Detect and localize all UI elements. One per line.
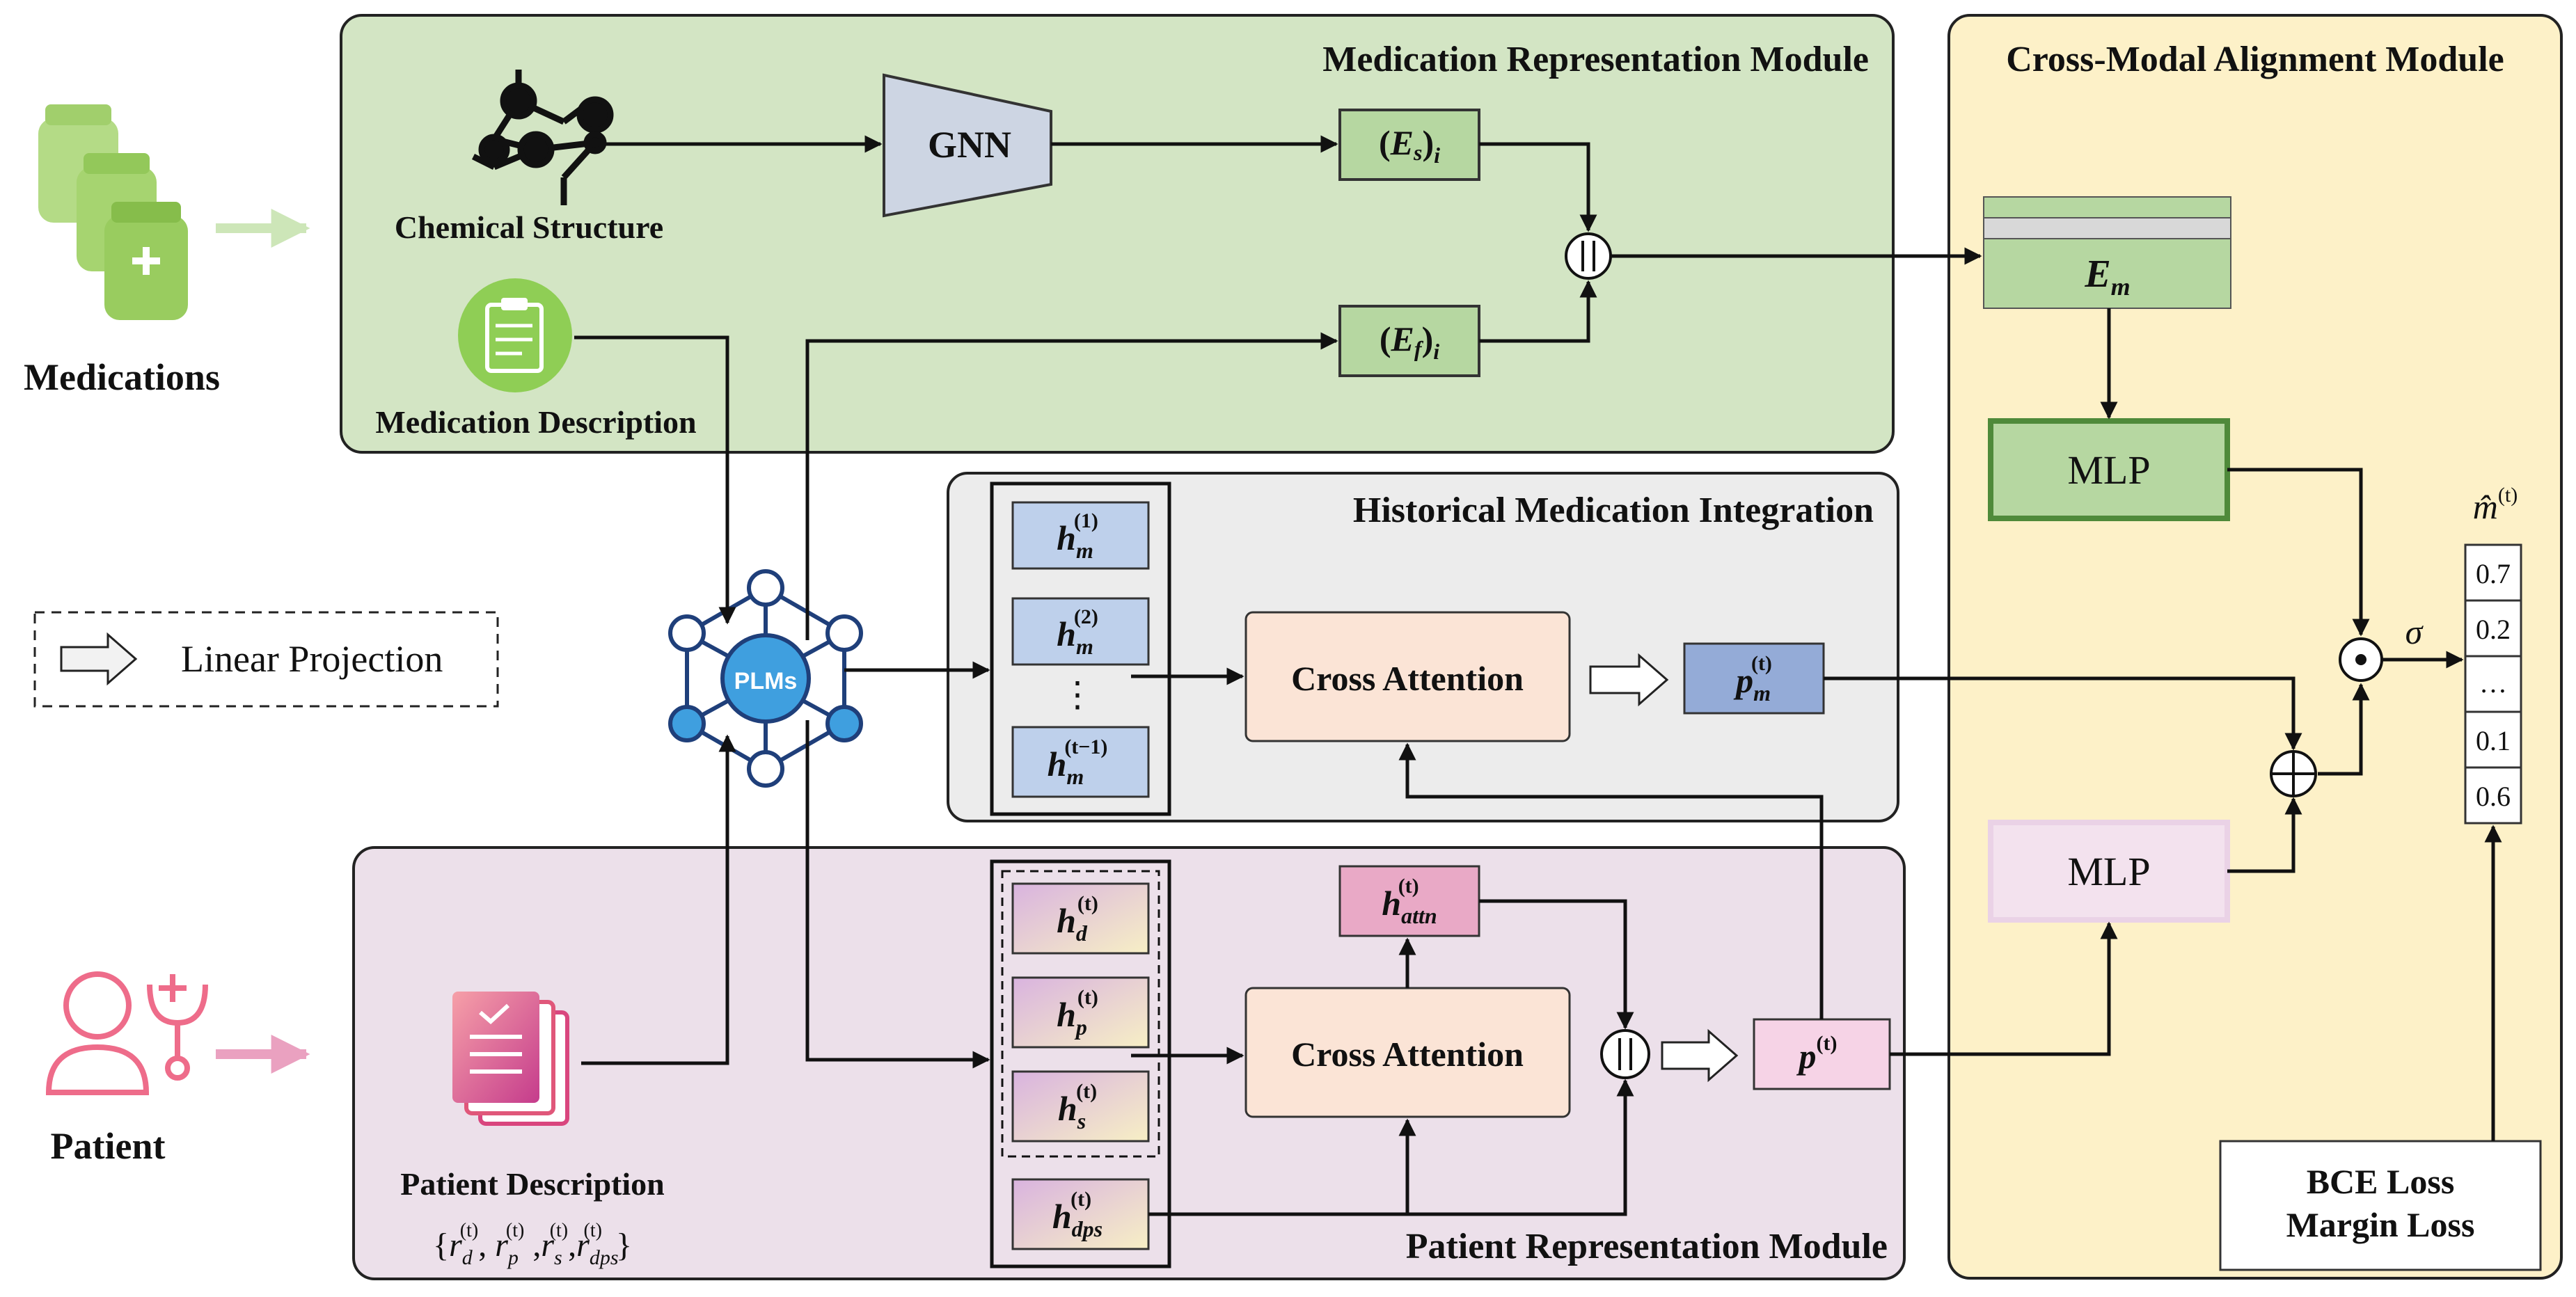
svg-text:hd(t): hd(t) [1057, 892, 1098, 946]
function-embedding-box: (Ef)i [1338, 305, 1480, 377]
cross-attention-historical: Cross Attention [1244, 611, 1571, 742]
chemical-structure-label: Chemical Structure [395, 209, 663, 245]
patient-hs: hs(t) [1011, 1070, 1150, 1143]
output-score: 0.1 [2476, 725, 2511, 756]
patient-label: Patient [51, 1125, 166, 1167]
history-h2: hm(2) [1011, 597, 1150, 666]
bce-loss-label: BCE Loss [2307, 1162, 2455, 1201]
add-operator [2270, 750, 2317, 797]
output-score: 0.6 [2476, 781, 2511, 812]
loss-box: BCE Loss Margin Loss [2219, 1140, 2542, 1271]
patient-stack [990, 859, 1171, 1268]
legend-linear-projection: Linear Projection [33, 611, 499, 708]
svg-text:(Es)i: (Es)i [1379, 123, 1440, 168]
molecule-icon [471, 70, 614, 205]
svg-text:hs(t): hs(t) [1058, 1080, 1097, 1133]
medication-description-label: Medication Description [375, 404, 696, 440]
history-h1: hm(1) [1011, 501, 1150, 570]
dot-product-operator [2339, 637, 2383, 682]
cross-attention-patient: Cross Attention [1244, 987, 1571, 1118]
gnn-label: GNN [928, 124, 1011, 166]
concat-operator-top [1565, 232, 1612, 280]
plms-label: PLMs [734, 668, 798, 694]
output-score: 0.2 [2476, 614, 2511, 645]
attn-output-box: hattn(t) [1338, 865, 1480, 937]
plm-network-icon: PLMs [668, 569, 863, 788]
hollow-arrow-icon [60, 632, 138, 686]
mlp-top-label: MLP [2067, 447, 2150, 493]
mlp-bottom: MLP [1988, 820, 2230, 923]
patient-description-label: Patient Description [400, 1166, 664, 1202]
module-title-historical: Historical Medication Integration [1353, 491, 1874, 530]
cross-modal-alignment-module: Cross-Modal Alignment Module [1947, 14, 2563, 1280]
history-vdots: ⋮ [1060, 675, 1095, 714]
svg-text:hm(1): hm(1) [1057, 509, 1098, 563]
svg-text:hm(2): hm(2) [1057, 605, 1098, 659]
svg-text:pm(t): pm(t) [1733, 652, 1772, 706]
output-score: 0.7 [2476, 558, 2511, 589]
cross-attention-historical-label: Cross Attention [1291, 659, 1524, 698]
svg-text:hdps(t): hdps(t) [1052, 1188, 1103, 1241]
concat-operator-bottom [1600, 1029, 1650, 1079]
module-title-patient: Patient Representation Module [1406, 1227, 1888, 1266]
output-title: m̂(t) [2473, 484, 2518, 526]
margin-loss-label: Margin Loss [2286, 1205, 2475, 1244]
patient-inner-dashed [1001, 870, 1160, 1158]
patient-hd: hd(t) [1011, 882, 1150, 955]
output-score-column: 0.7 0.2 … 0.1 0.6 [2464, 543, 2522, 825]
hollow-arrow-patient [1661, 1028, 1739, 1083]
hollow-arrow-historical [1589, 653, 1669, 707]
legend-label: Linear Projection [181, 638, 443, 680]
medication-bottles-icon [38, 104, 188, 320]
gnn-block: GNN [883, 73, 1052, 218]
svg-text:hp(t): hp(t) [1057, 986, 1098, 1040]
medication-embedding-matrix: Em [1983, 196, 2231, 309]
history-stack [990, 482, 1171, 816]
doctor-icon [45, 971, 208, 1095]
patient-rep-box: p(t) [1753, 1018, 1891, 1090]
mlp-top: MLP [1988, 418, 2230, 521]
clipboard-icon [458, 278, 572, 392]
connectors [574, 135, 2502, 1216]
svg-text:Em: Em [2084, 253, 2130, 301]
document-icon [452, 992, 569, 1126]
module-title-cross-modal: Cross-Modal Alignment Module [2006, 40, 2504, 79]
historical-med-rep-box: pm(t) [1683, 642, 1825, 715]
svg-text:hattn(t): hattn(t) [1382, 875, 1437, 928]
output-score: … [2479, 667, 2507, 699]
svg-text:p(t): p(t) [1796, 1032, 1838, 1076]
module-title-medication: Medication Representation Module [1322, 40, 1869, 79]
patient-hdps: hdps(t) [1011, 1178, 1150, 1250]
medications-label: Medications [24, 356, 220, 398]
sigma-label: σ [2405, 612, 2424, 651]
structure-embedding-box: (Es)i [1338, 109, 1480, 181]
mlp-bottom-label: MLP [2067, 849, 2150, 894]
history-ht-1: hm(t−1) [1011, 726, 1150, 798]
svg-text:hm(t−1): hm(t−1) [1048, 735, 1108, 789]
svg-text:(Ef)i: (Ef)i [1380, 319, 1439, 364]
patient-representation-module: Patient Representation Module [352, 846, 1906, 1280]
patient-hp: hp(t) [1011, 976, 1150, 1049]
cross-attention-patient-label: Cross Attention [1291, 1035, 1524, 1074]
